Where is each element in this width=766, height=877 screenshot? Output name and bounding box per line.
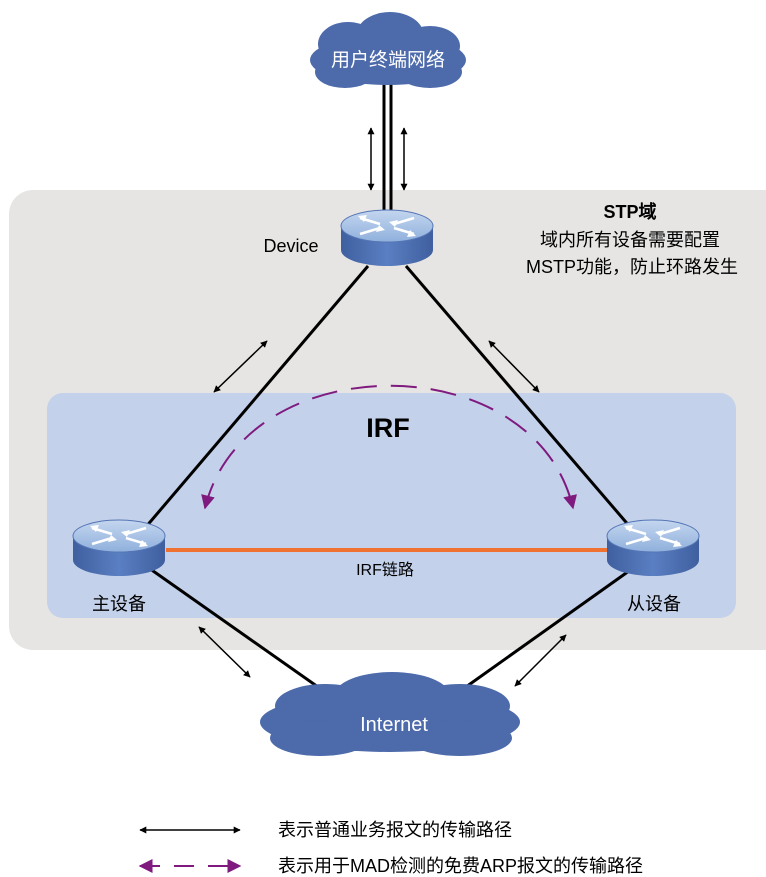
mad-detection-arc xyxy=(201,384,577,510)
legend-mad-text: 表示用于MAD检测的免费ARP报文的传输路径 xyxy=(278,856,643,876)
master-switch-icon xyxy=(71,518,167,578)
slave-label: 从设备 xyxy=(627,594,681,614)
device-master-link xyxy=(143,265,370,529)
device-switch-icon xyxy=(339,208,435,268)
irf-title: IRF xyxy=(366,413,410,443)
device-slave-arrow xyxy=(488,340,540,393)
stp-note-line1: 域内所有设备需要配置 xyxy=(540,230,720,250)
stp-domain-title: STP域 xyxy=(603,201,656,222)
user-network-cloud-icon xyxy=(310,12,466,88)
device-slave-link xyxy=(404,265,633,529)
slave-internet-link xyxy=(455,564,637,696)
device-master-arrow xyxy=(213,340,268,393)
internet-cloud-icon xyxy=(260,672,520,756)
internet-label: Internet xyxy=(360,714,428,736)
stp-note-line2: MSTP功能，防止环路发生 xyxy=(526,257,738,277)
master-internet-arrow xyxy=(198,626,251,678)
device-label: Device xyxy=(263,236,318,256)
slave-internet-arrow xyxy=(514,634,567,687)
legend-normal-text: 表示普通业务报文的传输路径 xyxy=(278,820,512,840)
user-network-label: 用户终端网络 xyxy=(331,49,445,71)
master-label: 主设备 xyxy=(92,594,146,614)
slave-switch-icon xyxy=(605,518,701,578)
irf-link-label: IRF链路 xyxy=(356,561,414,579)
